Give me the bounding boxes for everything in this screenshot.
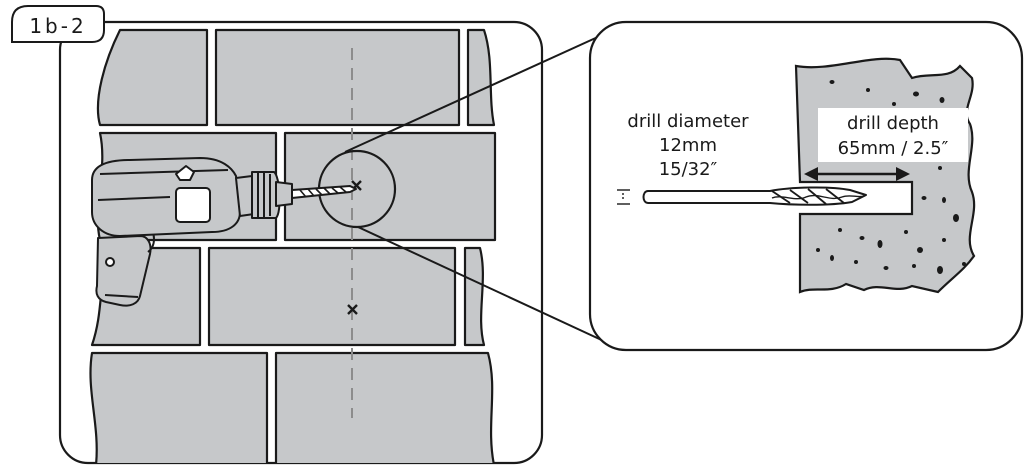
diameter-dimension: [617, 189, 630, 205]
brick: [463, 246, 486, 347]
diameter-metric: 12mm: [659, 135, 717, 156]
lower-drill-mark: [347, 304, 358, 315]
connector-line-top: [344, 35, 601, 153]
depth-label-background: [818, 108, 968, 162]
step-label-tab: [11, 5, 105, 43]
depth-dimension-arrow: [804, 167, 910, 181]
concrete-section: [794, 57, 976, 294]
drill-bit-detail: [642, 186, 867, 206]
brick: [274, 351, 496, 463]
brick: [283, 131, 497, 242]
step-label: 1b-2: [29, 14, 86, 38]
brick: [214, 28, 461, 127]
depth-title: drill depth: [847, 113, 939, 134]
diameter-imperial: 15/32″: [659, 159, 718, 180]
depth-value: 65mm / 2.5″: [838, 138, 949, 159]
brick: [466, 28, 496, 127]
diameter-title: drill diameter: [627, 111, 749, 132]
connector-line-bottom: [357, 226, 609, 344]
hammer-drill-icon: [91, 157, 357, 307]
concrete-speckles: [816, 80, 966, 274]
brick: [96, 28, 209, 127]
brick: [207, 246, 457, 347]
brick: [89, 351, 269, 463]
